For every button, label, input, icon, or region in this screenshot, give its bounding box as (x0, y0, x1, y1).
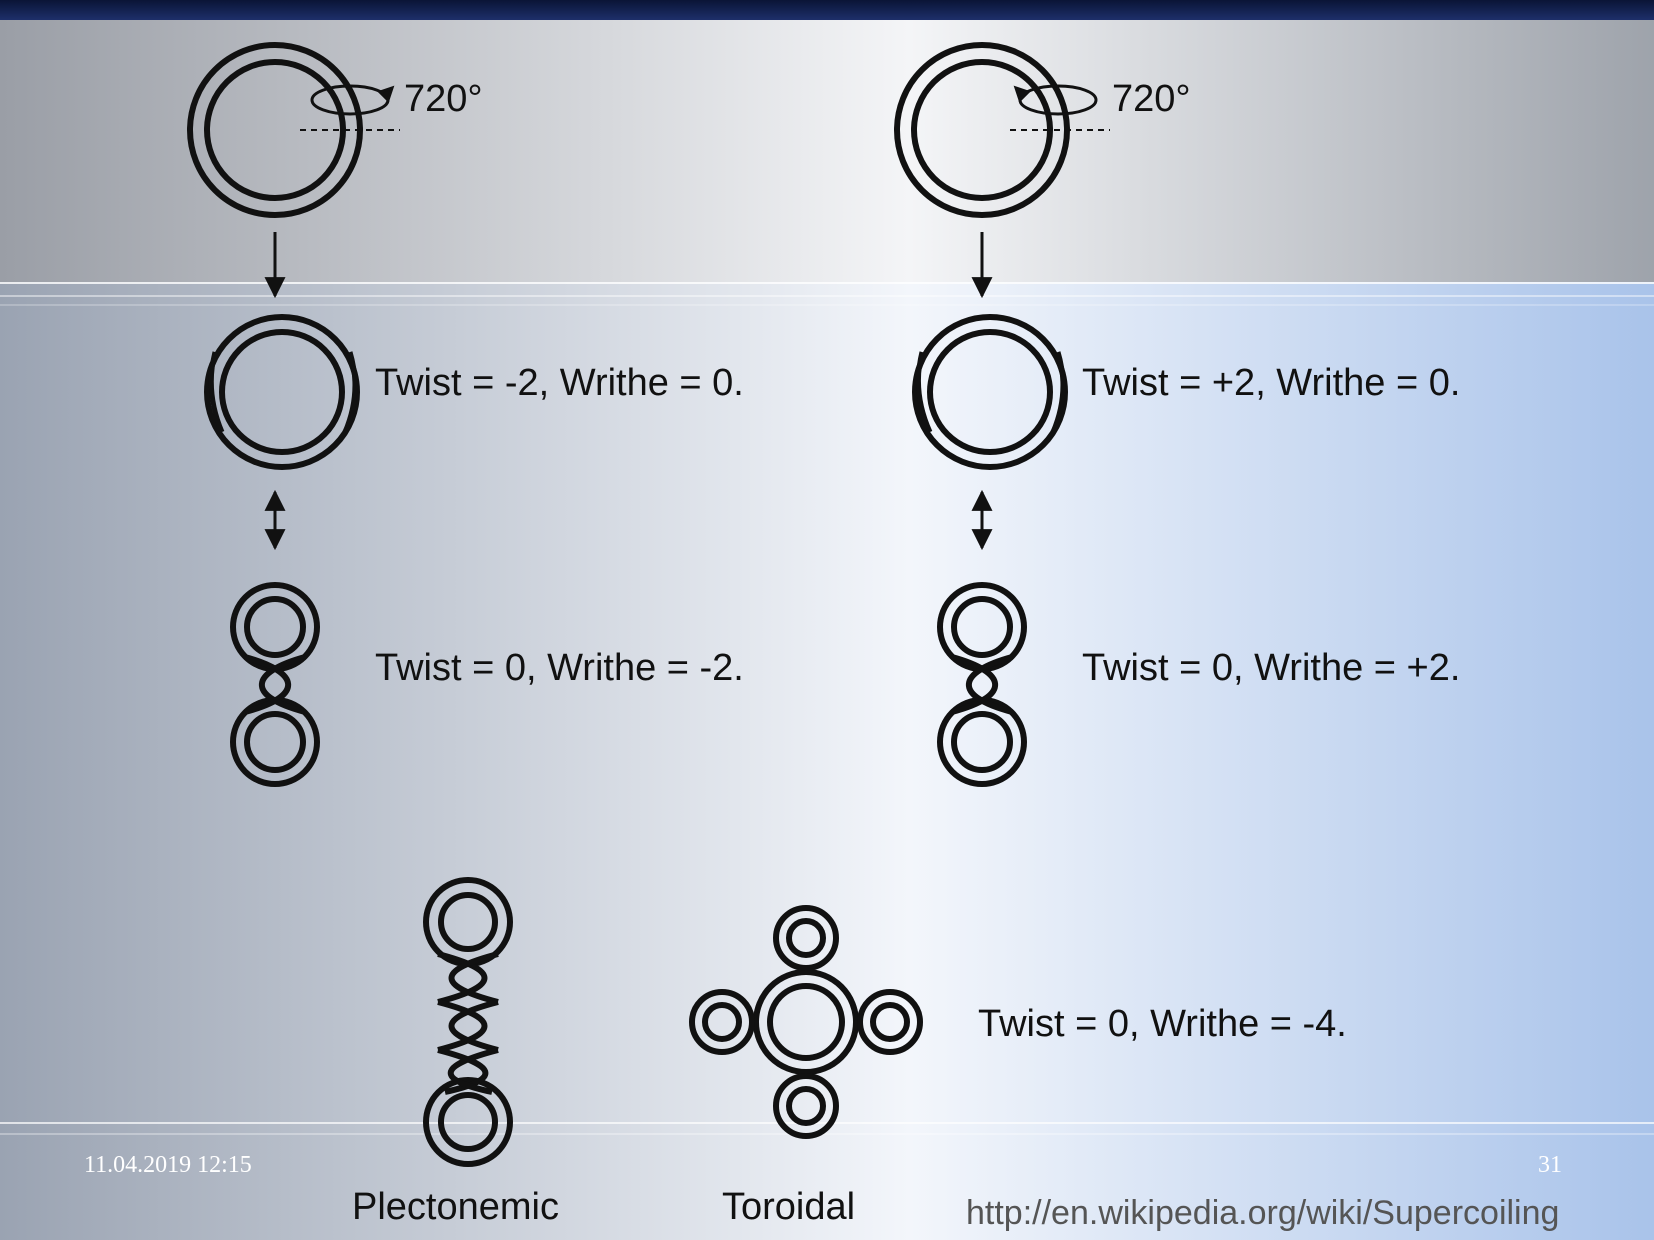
toroidal-caption: Toroidal (722, 1186, 856, 1228)
plectonemic-caption: Plectonemic (352, 1186, 559, 1228)
bottom-state-label: Twist = 0, Writhe = -4. (978, 1003, 1347, 1045)
rotation-icon-left (300, 84, 400, 131)
twisted-circle-left (204, 314, 360, 470)
rotation-icon-right (1010, 84, 1110, 131)
rotation-label-left: 720° (404, 78, 483, 120)
relaxed-circle-right (894, 42, 1070, 218)
left-state2-label: Twist = 0, Writhe = -2. (375, 647, 744, 689)
toroidal-structure (689, 905, 923, 1139)
figure-eight-right (937, 582, 1027, 787)
right-state1-label: Twist = +2, Writhe = 0. (1082, 362, 1461, 404)
twisted-circle-right (912, 314, 1068, 470)
plectonemic-structure (423, 877, 513, 1167)
figure-eight-left (230, 582, 320, 787)
left-state1-label: Twist = -2, Writhe = 0. (375, 362, 744, 404)
source-url: http://en.wikipedia.org/wiki/Supercoilin… (966, 1194, 1560, 1232)
footer-date: 11.04.2019 12:15 (84, 1152, 252, 1178)
right-state2-label: Twist = 0, Writhe = +2. (1082, 647, 1461, 689)
rotation-label-right: 720° (1112, 78, 1191, 120)
footer-page-number: 31 (1538, 1152, 1562, 1178)
